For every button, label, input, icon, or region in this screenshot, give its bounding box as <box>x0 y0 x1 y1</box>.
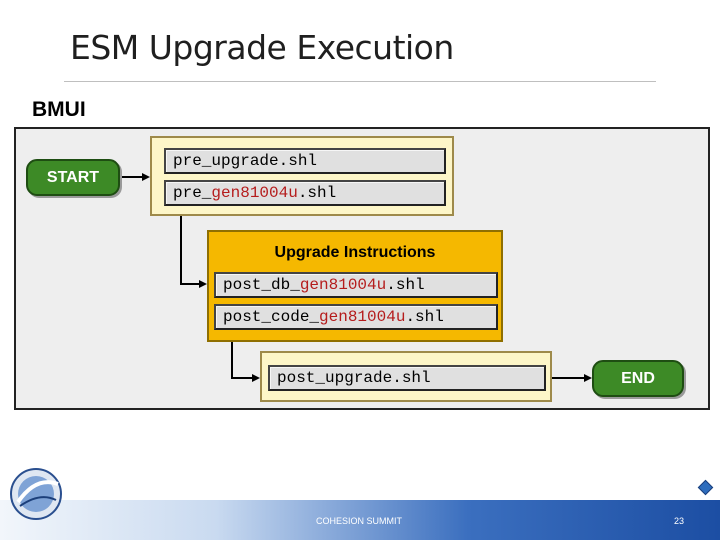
arrow-pre-to-upgrade <box>180 216 207 288</box>
script-version: gen81004u <box>211 184 298 202</box>
script-version: gen81004u <box>319 308 406 326</box>
start-node: START <box>26 159 120 196</box>
page-number: 23 <box>674 516 685 526</box>
section-label: BMUI <box>32 98 86 121</box>
footer-bar <box>0 500 720 540</box>
globe-logo-icon <box>10 468 62 520</box>
script-extension: .shl <box>297 184 337 202</box>
script-post-code: post_code_gen81004u.shl <box>214 304 498 330</box>
end-node: END <box>592 360 684 397</box>
upgrade-instructions-group: Upgrade Instructions post_db_gen81004u.s… <box>207 230 503 342</box>
pre-upgrade-group: pre_upgrade.shl pre_gen81004u.shl <box>150 136 454 216</box>
script-post-upgrade: post_upgrade.shl <box>268 365 546 391</box>
post-upgrade-group: post_upgrade.shl <box>260 351 552 402</box>
group-heading: Upgrade Instructions <box>274 244 436 261</box>
arrow-upgrade-to-post <box>231 342 260 382</box>
script-name: pre_ <box>173 184 212 202</box>
script-name: post_db_ <box>223 276 300 294</box>
script-pre-gen: pre_gen81004u.shl <box>164 180 446 206</box>
script-version: gen81004u <box>299 276 387 294</box>
script-name: post_code_ <box>223 308 320 326</box>
title-divider <box>64 81 656 82</box>
script-name: post_upgrade.shl <box>277 369 431 387</box>
script-extension: .shl <box>386 276 425 294</box>
script-name: pre_upgrade.shl <box>173 152 318 170</box>
script-post-db: post_db_gen81004u.shl <box>214 272 498 298</box>
script-pre-upgrade: pre_upgrade.shl <box>164 148 446 174</box>
footer-text: COHESION SUMMIT <box>316 516 403 526</box>
slide-title: ESM Upgrade Execution <box>70 28 454 67</box>
script-extension: .shl <box>405 308 444 326</box>
